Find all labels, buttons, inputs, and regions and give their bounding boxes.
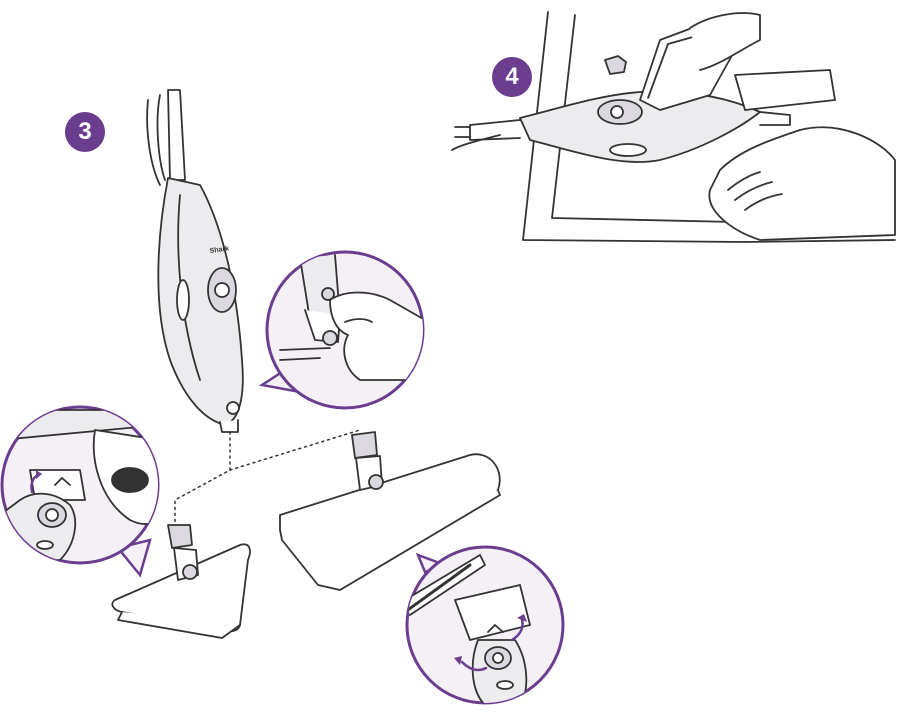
step-number-badge: 4 xyxy=(492,57,532,97)
step-number: 4 xyxy=(505,63,518,91)
step-number: 3 xyxy=(78,118,91,146)
callout-attach-head xyxy=(0,407,165,575)
step-4-scene xyxy=(452,12,895,242)
callout-release-head xyxy=(405,547,563,705)
water-cap-icon xyxy=(605,56,626,74)
callout-release-button xyxy=(262,252,425,408)
step-number-badge: 3 xyxy=(65,112,105,152)
